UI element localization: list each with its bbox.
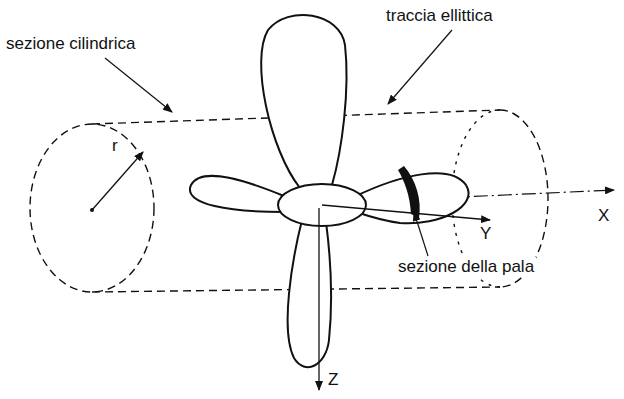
axis-label: Y	[478, 224, 493, 244]
blade-section	[398, 166, 420, 218]
axis-label: X	[596, 206, 611, 226]
radius-label: r	[110, 136, 120, 156]
y-axis	[322, 205, 490, 220]
z-axis	[318, 208, 319, 390]
leader-lines	[105, 30, 452, 256]
propeller	[190, 15, 469, 367]
callout-label: sezione della pala	[396, 257, 536, 277]
axis-label: Z	[326, 370, 340, 390]
callout-label: sezione cilindrica	[4, 34, 137, 54]
callout-label: traccia ellittica	[384, 6, 495, 26]
center-dot	[90, 208, 94, 212]
radius-arrow	[92, 152, 143, 210]
